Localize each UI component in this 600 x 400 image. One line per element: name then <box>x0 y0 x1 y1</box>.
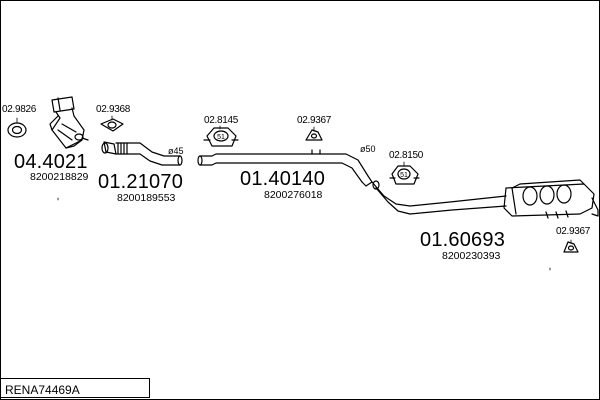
rubber-hanger-02-9367-b <box>563 241 579 253</box>
part-code-04-4021: 04.4021 <box>14 151 88 173</box>
rear-muffler-01-60693 <box>371 179 599 219</box>
mid-pipe-01-40140 <box>197 149 373 187</box>
part-code-01-21070: 01.21070 <box>98 171 184 193</box>
diameter-label-45: ø45 <box>168 146 184 156</box>
leader-lines <box>16 115 572 271</box>
part-ref-8200230393: 8200230393 <box>442 250 501 262</box>
mount-mark-02-8150: 51 <box>400 172 408 179</box>
accessory-code-02-8145: 02.8145 <box>204 115 239 126</box>
front-pipe-01-21070 <box>101 141 183 166</box>
accessory-code-02-9368: 02.9368 <box>96 104 131 115</box>
part-ref-8200218829: 8200218829 <box>30 171 89 183</box>
mount-mark-02-8145: 51 <box>217 134 225 141</box>
part-code-01-60693: 01.60693 <box>420 229 506 251</box>
accessory-code-02-9826: 02.9826 <box>2 104 37 115</box>
rubber-mount-02-8150 <box>389 165 420 185</box>
diagram-caption: RENA74469A <box>5 383 80 397</box>
catalytic-converter <box>49 96 89 149</box>
diameter-label-50: ø50 <box>360 144 376 154</box>
accessory-code-02-8150: 02.8150 <box>389 150 424 161</box>
rubber-hanger-02-9367-a <box>305 129 323 141</box>
part-ref-8200276018: 8200276018 <box>264 189 323 201</box>
caption-box: RENA74469A <box>0 378 150 398</box>
accessory-code-02-9367-a: 02.9367 <box>297 115 332 126</box>
accessory-code-02-9367-b: 02.9367 <box>556 226 591 237</box>
gasket-ring-02-9826 <box>7 122 27 138</box>
gasket-flange-02-9368 <box>100 118 124 132</box>
part-ref-8200189553: 8200189553 <box>117 192 176 204</box>
part-code-01-40140: 01.40140 <box>240 168 326 190</box>
rubber-mount-02-8145 <box>203 127 239 147</box>
